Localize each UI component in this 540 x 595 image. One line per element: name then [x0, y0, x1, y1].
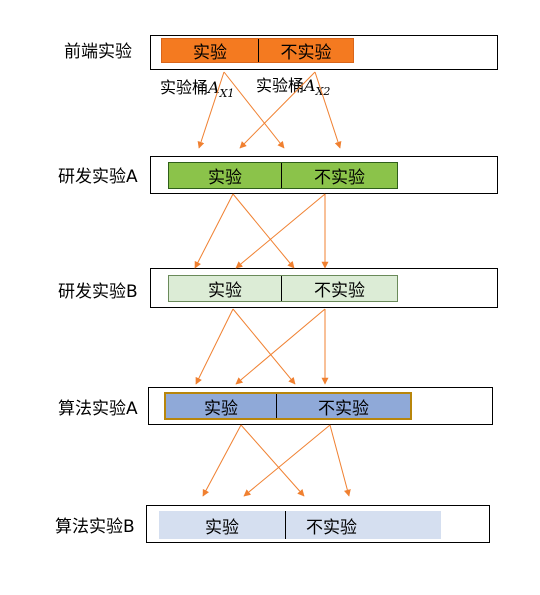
layer-label-algo-b: 算法实验B	[55, 517, 135, 537]
arrow	[195, 308, 234, 385]
arrow	[232, 308, 296, 385]
arrow	[243, 424, 331, 497]
arrow	[223, 71, 285, 149]
experiment-segment: 实验	[204, 398, 238, 419]
layer-label-rd-a: 研发实验A	[58, 167, 138, 187]
experiment-segment: 实验	[208, 168, 242, 188]
control-segment: 不实验	[280, 43, 332, 63]
experiment-segment: 实验	[205, 517, 239, 538]
experiment-segment: 实验	[208, 281, 242, 301]
control-segment: 不实验	[314, 168, 365, 188]
segment-divider	[281, 163, 282, 188]
arrow	[235, 308, 326, 385]
arrow	[235, 193, 326, 269]
segment-divider	[258, 39, 259, 62]
arrow	[329, 424, 351, 497]
arrow	[314, 71, 342, 149]
traffic-bar-frontend: 实验 不实验	[161, 38, 354, 63]
bucket-subscript: X1	[219, 87, 235, 100]
control-segment: 不实验	[306, 517, 357, 538]
segment-divider	[276, 394, 277, 418]
bucket-label-x1: 实验桶AX1	[160, 78, 234, 104]
traffic-bar-rd-a: 实验 不实验	[168, 162, 398, 189]
arrow	[197, 71, 225, 149]
traffic-bar-rd-b: 实验 不实验	[168, 275, 398, 302]
traffic-bar-algo-b: 实验 不实验	[159, 511, 441, 539]
traffic-bar-algo-a: 实验 不实验	[164, 392, 412, 420]
arrow	[194, 193, 234, 269]
layer-label-algo-a: 算法实验A	[58, 399, 138, 419]
bucket-subscript: X2	[315, 85, 331, 98]
segment-divider	[285, 511, 286, 539]
control-segment: 不实验	[318, 398, 369, 419]
bucket-symbol: A	[304, 76, 316, 95]
bucket-prefix: 实验桶	[256, 76, 305, 95]
arrow	[239, 71, 316, 149]
arrow	[232, 193, 295, 269]
arrow	[202, 424, 242, 497]
experiment-segment: 实验	[193, 43, 227, 63]
bucket-symbol: A	[208, 78, 220, 97]
layer-label-frontend: 前端实验	[64, 42, 132, 62]
layer-label-rd-b: 研发实验B	[58, 282, 138, 302]
bucket-label-x2: 实验桶AX2	[256, 76, 330, 102]
arrow	[240, 424, 305, 497]
control-segment: 不实验	[314, 281, 365, 301]
bucket-prefix: 实验桶	[160, 78, 209, 97]
segment-divider	[281, 276, 282, 301]
